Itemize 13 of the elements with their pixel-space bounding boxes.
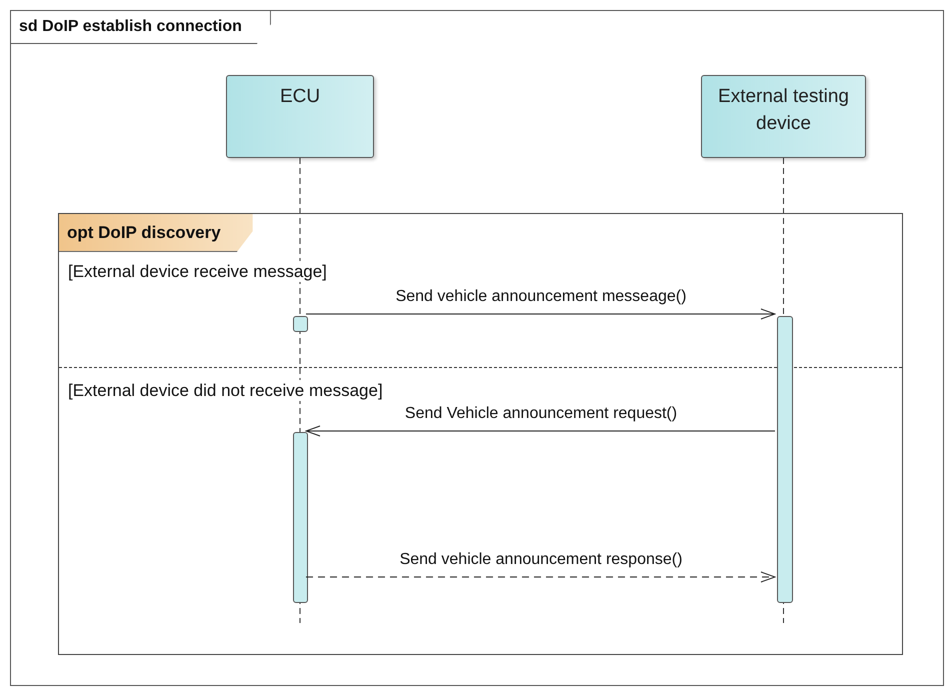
activation-bar xyxy=(293,432,308,603)
frame-title: sd DoIP establish connection xyxy=(11,11,271,44)
activation-bar xyxy=(777,316,793,603)
message-arrow xyxy=(306,426,776,436)
guard-condition: [External device receive message] xyxy=(68,261,327,282)
guard-condition: [External device did not receive message] xyxy=(68,380,383,402)
fragment-label: opt DoIP discovery xyxy=(59,214,253,252)
message-arrow xyxy=(306,308,776,320)
lifeline-head: External testing device xyxy=(701,75,866,158)
diagram-frame xyxy=(10,10,944,686)
message-arrow xyxy=(306,572,776,582)
activation-bar xyxy=(293,316,308,332)
lifeline-head: ECU xyxy=(226,75,374,158)
